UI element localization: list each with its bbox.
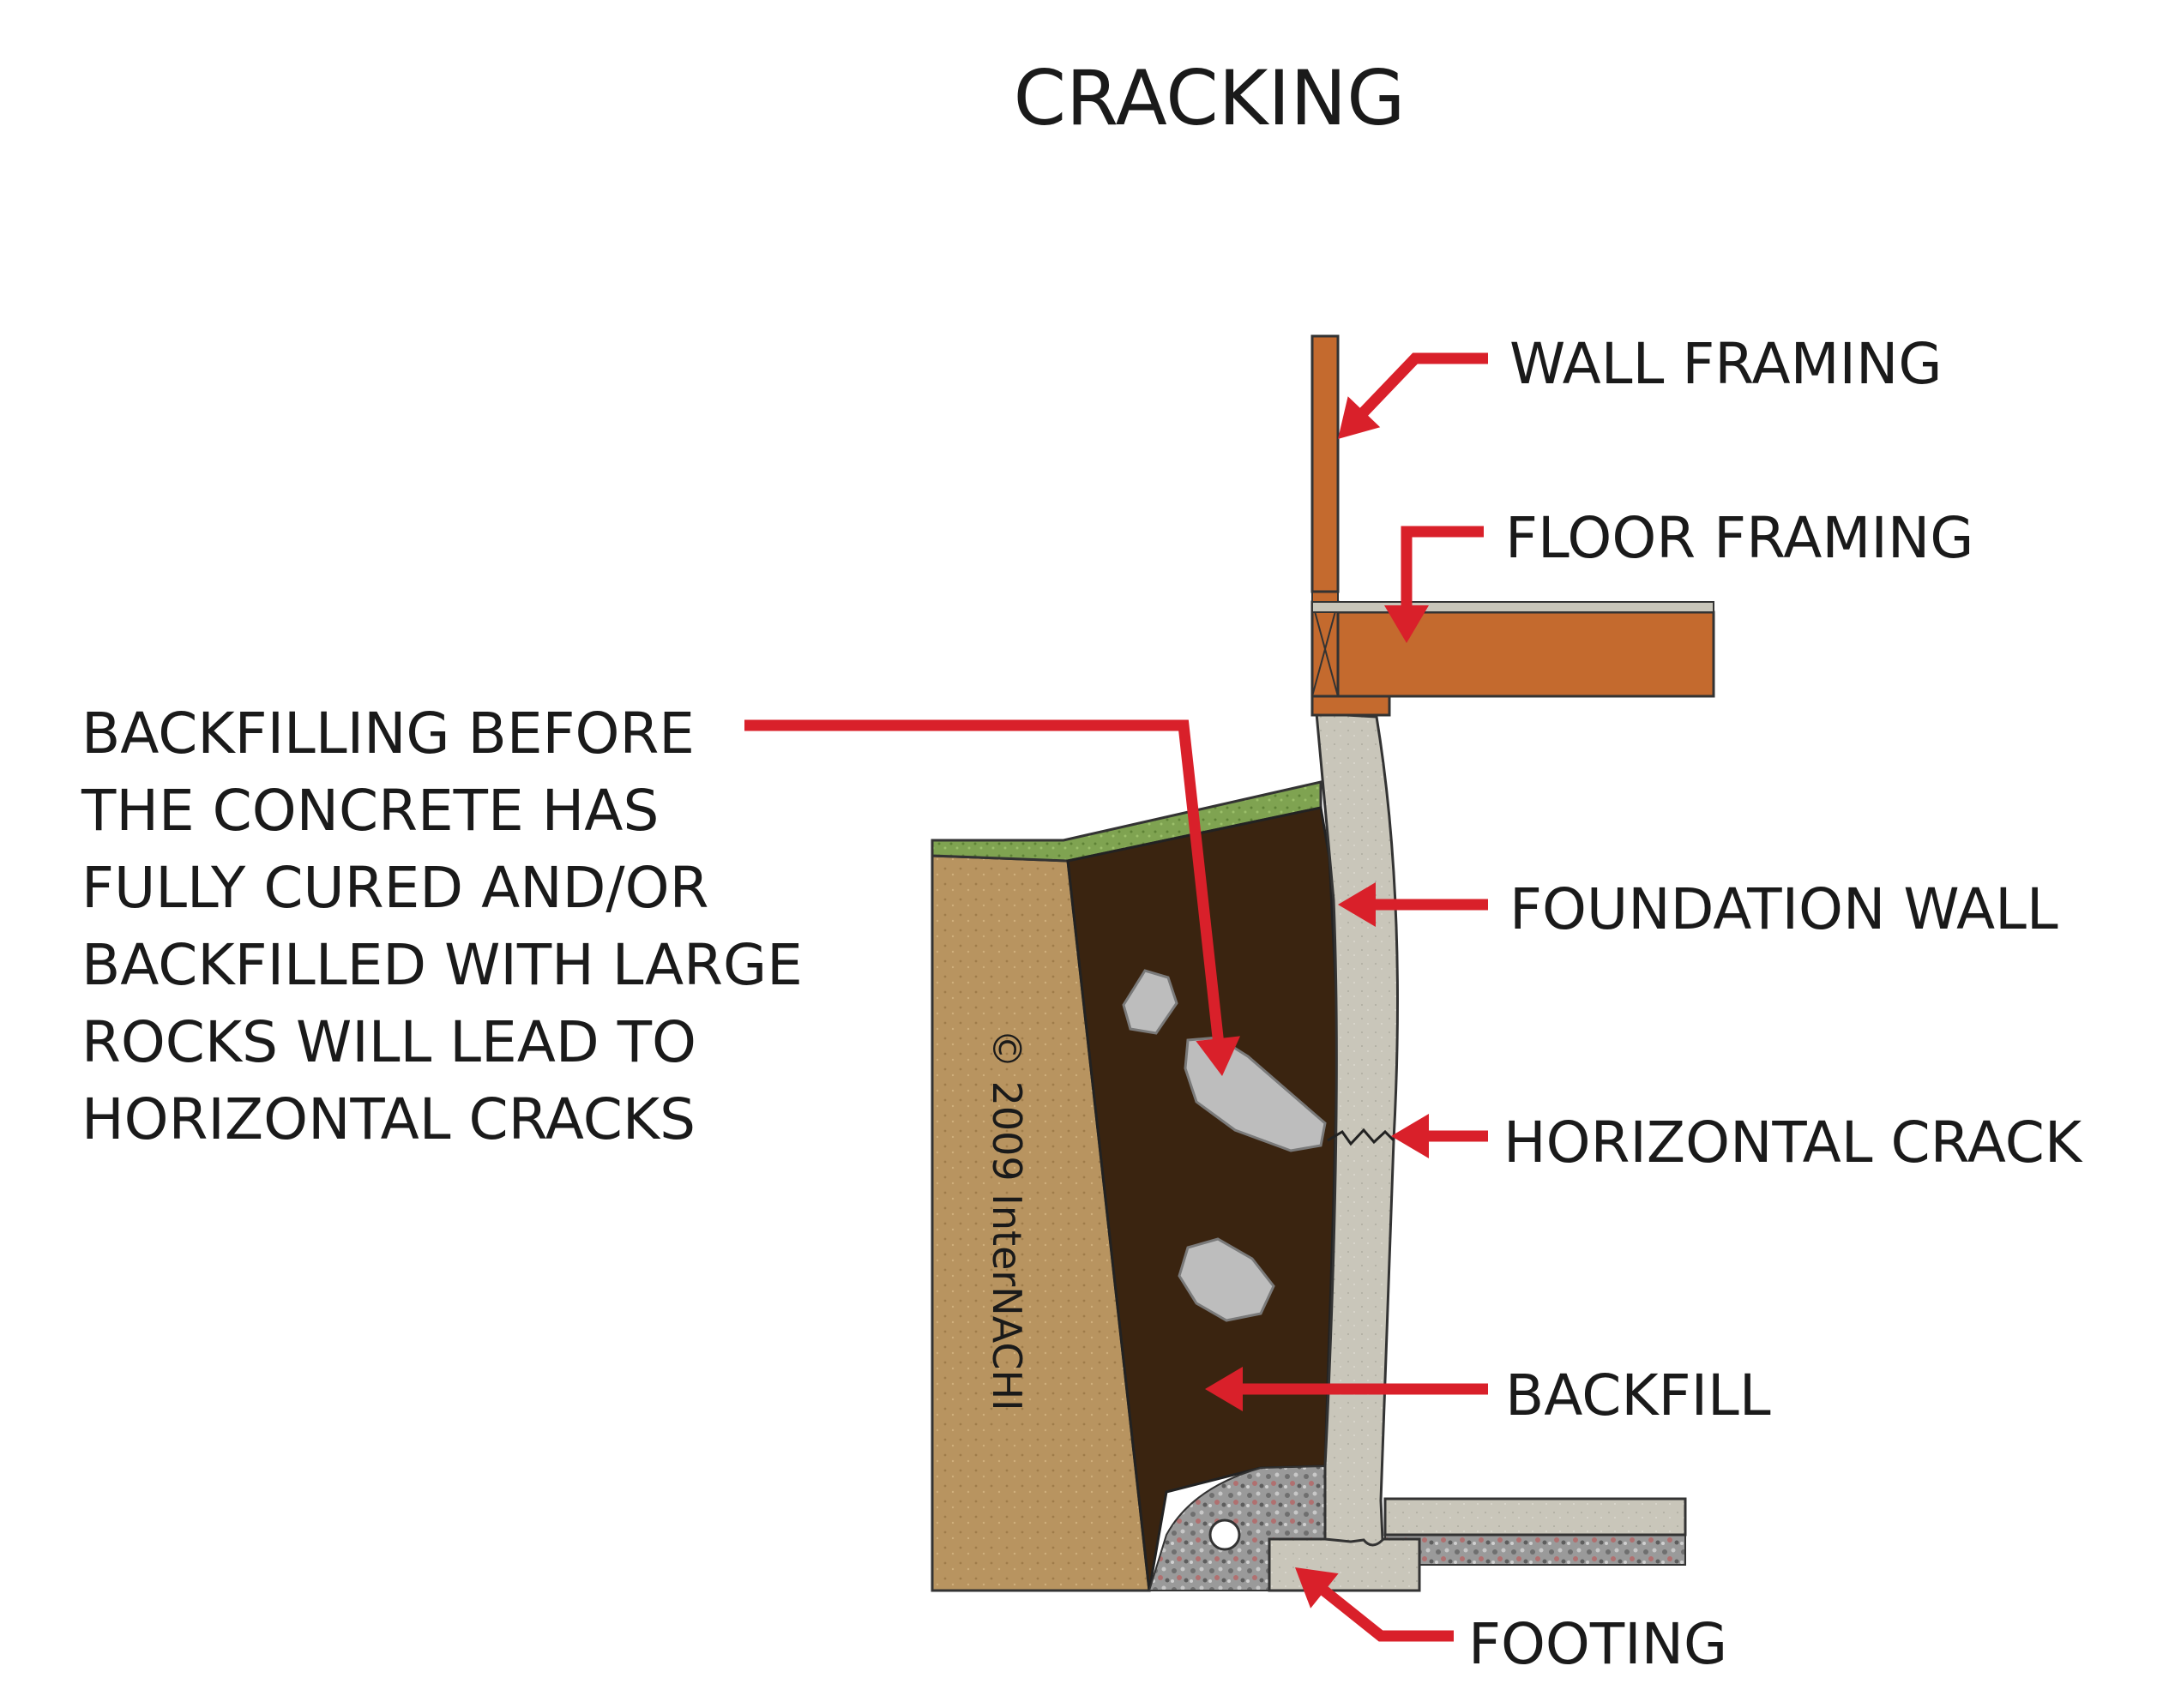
horizontal-crack xyxy=(1327,1128,1395,1146)
rock xyxy=(1178,1237,1275,1322)
note-line: FULLY CURED AND/OR xyxy=(81,855,708,921)
foundation-wall xyxy=(1315,712,1399,1547)
wall-stud xyxy=(1310,334,1340,593)
note-line: HORIZONTAL CRACKS xyxy=(81,1086,696,1152)
floor-joist xyxy=(1336,610,1715,698)
label-foundation-wall: FOUNDATION WALL xyxy=(1509,876,2058,942)
label-floor-framing: FLOOR FRAMING xyxy=(1505,505,1973,571)
arrow-floor-framing xyxy=(1401,526,1484,609)
arrow-note-head xyxy=(1196,1036,1241,1076)
arrow-wall-framing xyxy=(1357,352,1488,418)
arrow-floor-framing-head xyxy=(1384,605,1429,643)
sill-plate xyxy=(1310,695,1391,717)
footing xyxy=(1268,1537,1421,1592)
arrow-wall-framing-head xyxy=(1338,396,1381,439)
callout-arrows xyxy=(744,352,1488,1642)
arrow-foundation-wall-head xyxy=(1338,882,1376,927)
label-horizontal-crack: HORIZONTAL CRACK xyxy=(1503,1110,2083,1176)
copyright: © 2009 InterNACHI xyxy=(984,1029,1030,1411)
page-title: CRACKING xyxy=(1014,54,1406,142)
arrow-horizontal-crack-head xyxy=(1391,1114,1429,1158)
arrow-footing-head xyxy=(1295,1567,1339,1609)
floor-slab xyxy=(1383,1497,1687,1537)
label-footing: FOOTING xyxy=(1468,1611,1727,1677)
note-line: BACKFILLING BEFORE xyxy=(81,701,695,767)
label-backfill: BACKFILL xyxy=(1505,1362,1771,1428)
note-line: THE CONCRETE HAS xyxy=(81,778,659,844)
bottom-plate xyxy=(1311,591,1339,603)
note-line: ROCKS WILL LEAD TO xyxy=(81,1009,696,1075)
arrow-note xyxy=(744,719,1225,1043)
slab-gravel xyxy=(1384,1534,1686,1566)
arrow-backfill-head xyxy=(1205,1367,1243,1411)
subfloor xyxy=(1311,601,1714,613)
label-wall-framing: WALL FRAMING xyxy=(1509,331,1943,397)
rim-joist-mark xyxy=(1311,601,1339,697)
rock xyxy=(1122,969,1178,1035)
note-line: BACKFILLED WITH LARGE xyxy=(81,932,803,998)
arrow-footing xyxy=(1318,1584,1454,1642)
drain-pipe xyxy=(1208,1519,1241,1551)
